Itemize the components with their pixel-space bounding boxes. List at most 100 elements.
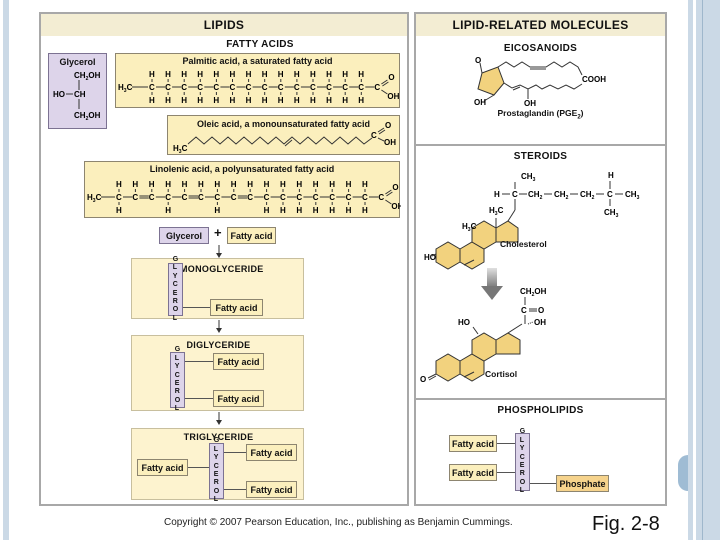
phospholipid-fatty-acid-1: Fatty acid: [449, 435, 497, 452]
carbon: C: [326, 83, 332, 92]
glycerol-letter: Y: [172, 272, 178, 280]
svg-text:HO: HO: [424, 253, 436, 262]
glycerol-letter: O: [174, 396, 181, 404]
prostaglandin-caption: Prostaglandin (PGE2): [497, 108, 584, 121]
slide-right-stripe: [688, 0, 693, 540]
glycerol-letter: R: [519, 470, 525, 478]
hydrogen: H: [362, 206, 368, 215]
glycerol-letter: O: [519, 478, 526, 486]
oleic-o: O: [385, 121, 391, 130]
bond-line: [183, 307, 210, 308]
hydrogen: H: [246, 96, 252, 105]
carbon: C: [296, 193, 302, 202]
glycerol-letter: L: [174, 405, 180, 413]
diglyceride-title: DIGLYCERIDE: [186, 340, 251, 350]
glycerol-letter: G: [213, 437, 220, 445]
hydrogen: H: [280, 180, 286, 189]
hydrogen: H: [346, 180, 352, 189]
hydrogen: H: [278, 96, 284, 105]
hydrogen: H: [197, 96, 203, 105]
bond-line: [497, 472, 515, 473]
lipids-header: LIPIDS: [41, 14, 407, 36]
cortisol-caption: Cortisol: [485, 369, 518, 379]
next-slide-tab[interactable]: [678, 455, 688, 491]
hydrogen: H: [329, 180, 335, 189]
glycerol-letter: G: [172, 255, 179, 263]
phosphate-box: Phosphate: [556, 475, 609, 492]
carbon: C: [329, 193, 335, 202]
oleic-acid-structure: H3C C O OH: [173, 121, 396, 155]
glycerol-top: CH2OH: [74, 71, 101, 82]
hydrogen: H: [149, 180, 155, 189]
carbon: C: [362, 193, 368, 202]
hydrogen: H: [296, 180, 302, 189]
section-divider: [416, 144, 665, 146]
carbon: C: [278, 83, 284, 92]
carboxyl-c: C: [374, 83, 380, 92]
equation-plus: +: [214, 225, 222, 240]
carbon: C: [346, 193, 352, 202]
hydrogen: H: [264, 206, 270, 215]
hydrogen: H: [362, 180, 368, 189]
hydrogen: H: [182, 180, 188, 189]
glycerol-letter: R: [172, 297, 178, 305]
bond-line: [185, 398, 213, 399]
svg-text:H: H: [494, 190, 500, 199]
carbon: C: [313, 193, 319, 202]
glycerol-bottom: CH2OH: [74, 111, 101, 122]
h3c-label: H3C: [118, 83, 133, 94]
carbon: C: [165, 83, 171, 92]
carbon: C: [213, 83, 219, 92]
palmitic-acid-box: Palmitic acid, a saturated fatty acid H3…: [115, 53, 400, 108]
bond: [385, 189, 392, 195]
glycerol-letter: L: [519, 487, 525, 495]
phospholipids-title: PHOSPHOLIPIDS: [497, 405, 584, 416]
bond: [385, 199, 392, 205]
glycerol-letter: Y: [213, 454, 219, 462]
glycerol-letter: L: [519, 436, 525, 444]
arrow-down-icon: [216, 245, 222, 258]
glycerol-letter: G: [174, 346, 181, 354]
triglyceride-fatty-acid-1: Fatty acid: [137, 459, 188, 476]
hydrogen: H: [358, 96, 364, 105]
hydrogen: H: [116, 180, 122, 189]
hydrogen: H: [262, 70, 268, 79]
svg-text:C: C: [512, 190, 518, 199]
bond-line: [188, 467, 209, 468]
hydrogen: H: [230, 96, 236, 105]
triglyceride-fatty-acid-2: Fatty acid: [246, 444, 297, 461]
hydrogen: H: [198, 180, 204, 189]
svg-text:H3C: H3C: [462, 222, 477, 233]
lipids-title: LIPIDS: [203, 18, 245, 32]
palmitic-acid-caption: Palmitic acid, a saturated fatty acid: [182, 56, 333, 66]
bond-line: [530, 483, 556, 484]
carbon: C: [247, 193, 253, 202]
hydrogen: H: [342, 70, 348, 79]
hydrogen: H: [310, 96, 316, 105]
carbon: C: [294, 83, 300, 92]
hydrogen: H: [262, 96, 268, 105]
svg-text:HO: HO: [458, 318, 470, 327]
glycerol-letter: E: [172, 289, 178, 297]
fatty-acids-title: FATTY ACIDS: [226, 39, 294, 50]
diglyceride-fatty-acid-1: Fatty acid: [213, 353, 264, 370]
hydrogen: H: [214, 206, 220, 215]
carbon: C: [358, 83, 364, 92]
monoglyceride-title: MONOGLYCERIDE: [180, 264, 264, 274]
equation-fatty-acid: Fatty acid: [227, 227, 276, 244]
hydrogen: H: [181, 96, 187, 105]
hydrogen: H: [264, 180, 270, 189]
svg-text:O: O: [538, 306, 544, 315]
bond: [386, 191, 393, 197]
glycerol-label: Glycerol: [59, 57, 96, 67]
carbon: C: [262, 83, 268, 92]
arrow-down-icon: [216, 320, 222, 333]
hydrogen: H: [246, 70, 252, 79]
cooh-label: COOH: [582, 75, 606, 84]
equation-glycerol: Glycerol: [159, 227, 209, 244]
carbon: C: [181, 83, 187, 92]
oleic-acid-caption: Oleic acid, a monounsaturated fatty acid: [196, 119, 371, 129]
lipid-related-title: LIPID-RELATED MOLECULES: [452, 18, 629, 32]
glycerol-letter: Y: [174, 363, 180, 371]
